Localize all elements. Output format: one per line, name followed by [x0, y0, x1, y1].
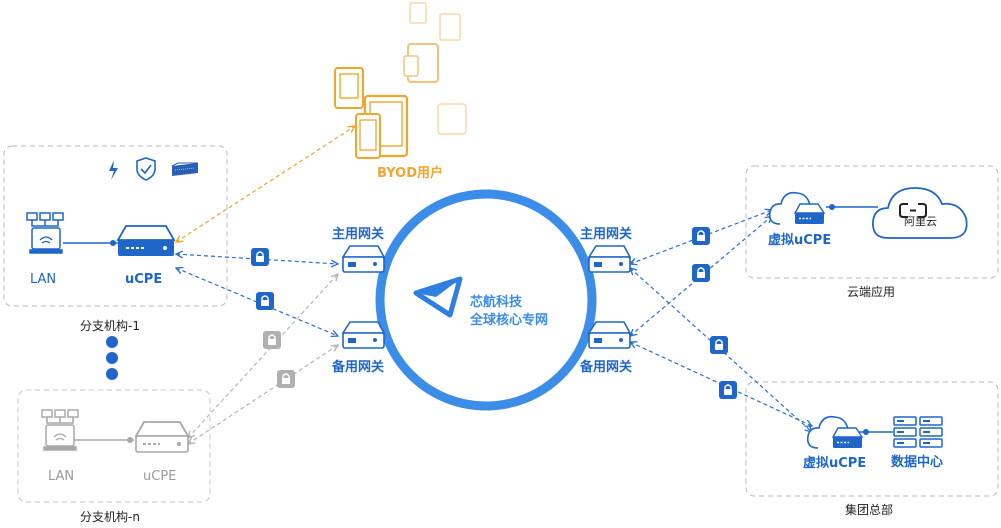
- lan-label: LAN: [30, 272, 57, 287]
- branchn-title: 分支机构-n: [80, 510, 140, 524]
- link-dot: [829, 204, 835, 210]
- lan-icon: [41, 409, 79, 451]
- cloud-title: 云端应用: [847, 285, 896, 299]
- lock-icon: [256, 292, 274, 310]
- hq-frame: [745, 381, 999, 497]
- hq-vucpe-label: 虚拟uCPE: [803, 456, 867, 471]
- server-rack-icon: [171, 162, 198, 176]
- shield-check-icon: [136, 157, 156, 181]
- branch1-title: 分支机构-1: [80, 319, 140, 333]
- datacenter-label: 数据中心: [891, 455, 944, 470]
- lock-icon: [692, 264, 710, 282]
- lan-icon: [26, 212, 64, 254]
- ucpe-router-icon: [134, 421, 190, 453]
- lock-icon: [710, 336, 728, 354]
- link-dot: [127, 437, 133, 443]
- cloud-vucpe-label: 虚拟uCPE: [768, 233, 832, 248]
- lock-icon: [277, 370, 295, 388]
- gateway-backup-right-label: 备用网关: [580, 360, 633, 375]
- gateway-main-left-label: 主用网关: [332, 227, 385, 242]
- lan-label: LAN: [48, 469, 75, 484]
- core-network-ring: [375, 189, 597, 411]
- link-dot: [863, 429, 869, 435]
- brand-logo-icon: [413, 276, 463, 318]
- ellipsis-dot: [106, 336, 118, 348]
- ucpe-router-icon: [116, 225, 176, 256]
- cloud-frame: [745, 165, 999, 279]
- branchn-frame: [17, 389, 211, 503]
- gateway-backup-left-label: 备用网关: [332, 360, 385, 375]
- brand-name: 芯航科技: [470, 295, 523, 310]
- gateway-main-left-icon: [341, 245, 386, 273]
- link-ucpe1-byod: [176, 126, 355, 242]
- link-dot: [110, 240, 116, 246]
- ucpe-label: uCPE: [125, 272, 163, 287]
- ucpe-label: uCPE: [143, 469, 177, 484]
- ellipsis-dot: [106, 352, 118, 364]
- lock-icon: [692, 227, 710, 245]
- ellipsis-dot: [106, 368, 118, 380]
- gateway-backup-left-icon: [341, 321, 386, 349]
- byod-label: BYOD用户: [377, 166, 443, 181]
- cloud-vucpe-icon: [806, 415, 864, 449]
- hq-title: 集团总部: [845, 503, 894, 517]
- lock-icon: [719, 381, 737, 399]
- lock-icon: [263, 331, 281, 349]
- cloud-vucpe-icon: [768, 191, 826, 225]
- lock-icon: [251, 248, 269, 266]
- brand-tagline: 全球核心专网: [470, 313, 549, 328]
- aliyun-label: 阿里云: [904, 215, 937, 228]
- gateway-main-right-icon: [587, 245, 632, 273]
- gateway-backup-right-icon: [587, 321, 632, 349]
- tablet-icon: [334, 2, 467, 159]
- gateway-main-right-label: 主用网关: [580, 227, 633, 242]
- aliyun-cloud-icon: [872, 187, 968, 239]
- lightning-icon: [109, 160, 118, 180]
- link-ucpe1-mainL: [176, 254, 338, 264]
- link-ucpen-backupL: [188, 345, 338, 444]
- data-server-icon: [893, 416, 943, 448]
